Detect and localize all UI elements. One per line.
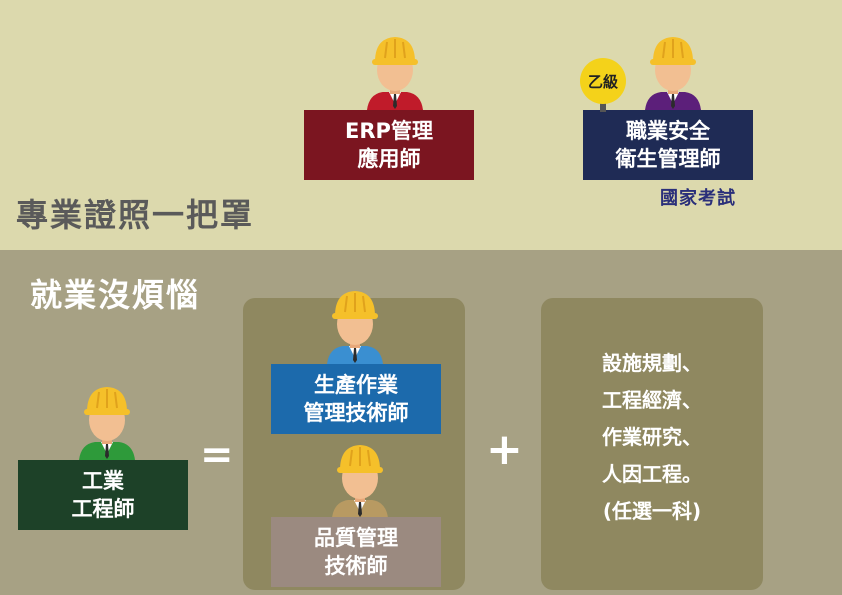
worker-safety-icon — [641, 32, 705, 110]
sign-line: 職業安全 — [626, 119, 710, 143]
national-exam-label: 國家考試 — [660, 188, 736, 209]
sign-line: 品質管理 — [314, 526, 398, 550]
heading-certificates: 專業證照一把罩 — [16, 196, 255, 234]
sign-industrial-engineer: 工業 工程師 — [18, 460, 188, 530]
heading-employment: 就業沒煩惱 — [30, 276, 201, 314]
sign-line: 技術師 — [324, 554, 388, 578]
worker-quality-icon — [328, 440, 392, 518]
subject-item: 作業研究、 — [602, 425, 702, 449]
sign-line: 工業 — [82, 469, 124, 493]
sign-line: ERP管理 — [345, 119, 433, 143]
subject-item: (任選一科) — [602, 499, 702, 523]
equals-sign: = — [200, 432, 234, 478]
sign-line: 管理技術師 — [303, 401, 409, 425]
sign-line: 衛生管理師 — [615, 147, 721, 171]
sign-line: 工程師 — [71, 497, 135, 521]
sign-line: 生產作業 — [314, 373, 398, 397]
sign-quality-certificate: 品質管理 技術師 — [271, 517, 441, 587]
subject-item: 設施規劃、 — [602, 351, 702, 375]
sign-erp-certificate: ERP管理 應用師 — [304, 110, 474, 180]
panel-subjects — [541, 298, 763, 590]
sign-safety-certificate: 職業安全 衛生管理師 — [583, 110, 753, 180]
badge-stick — [600, 102, 606, 112]
sign-production-certificate: 生產作業 管理技術師 — [271, 364, 441, 434]
sign-line: 應用師 — [357, 147, 421, 171]
plus-sign: + — [486, 424, 523, 475]
subject-list: 設施規劃、 工程經濟、 作業研究、 人因工程。 (任選一科) — [541, 345, 763, 530]
worker-industrial-icon — [75, 382, 139, 460]
level-badge: 乙級 — [580, 58, 626, 104]
subject-item: 工程經濟、 — [602, 388, 702, 412]
subject-item: 人因工程。 — [602, 462, 702, 486]
worker-erp-icon — [363, 32, 427, 110]
worker-production-icon — [323, 286, 387, 364]
